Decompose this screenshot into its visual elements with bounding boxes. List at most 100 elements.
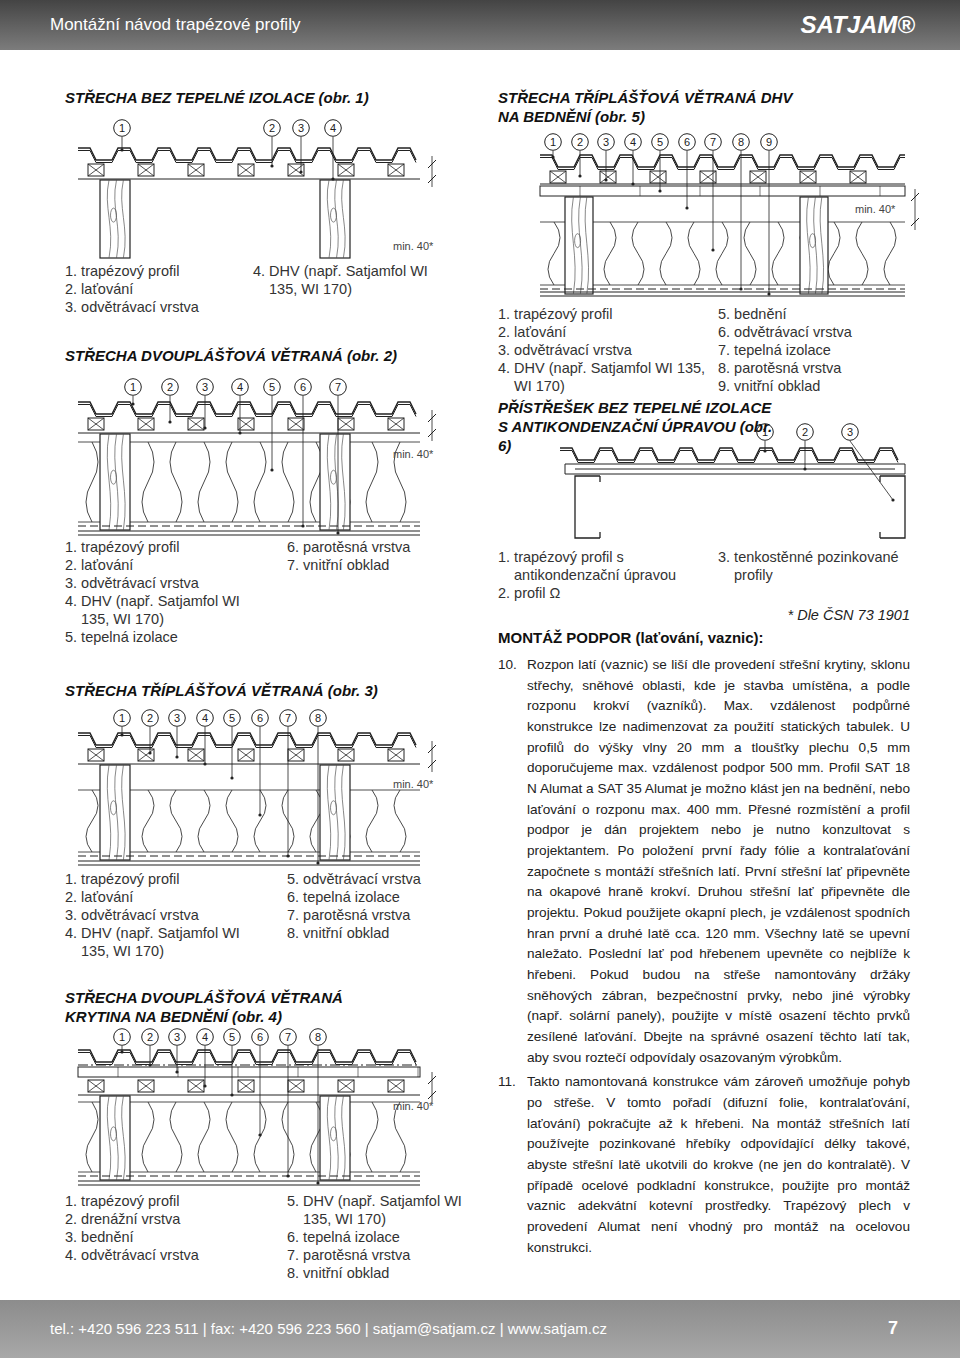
callout-number: 6	[251, 709, 269, 727]
leader-line	[122, 137, 123, 150]
wood-grain	[572, 197, 575, 294]
trapezoid-sheet	[560, 448, 898, 460]
wood-grain	[327, 180, 330, 258]
dimension-tick	[911, 193, 919, 201]
batten-cross	[550, 171, 566, 183]
insulation-wave	[828, 222, 840, 285]
insulation-wave	[282, 442, 294, 522]
callout-ring	[310, 1029, 327, 1046]
batten-cross	[388, 164, 404, 176]
callout-ring	[264, 379, 281, 396]
callout-ring	[142, 710, 159, 727]
batten-cross	[138, 164, 154, 176]
callout-ring	[330, 379, 347, 396]
vapour-barrier	[78, 1176, 420, 1177]
callout-circle: 2	[796, 423, 814, 441]
insulation-wave	[688, 222, 700, 285]
callout-circle: 2	[263, 119, 281, 137]
leader-dot	[578, 174, 581, 177]
leader-line	[232, 727, 233, 778]
batten-cross	[338, 164, 354, 176]
vapour-barrier	[78, 856, 420, 857]
batten-cross	[700, 171, 716, 183]
batten-cross	[850, 171, 866, 183]
legend-item: 2. laťování	[65, 888, 275, 906]
wood-grain	[579, 197, 582, 294]
callout-number: 1	[113, 119, 131, 137]
legend-item: 8. vnitřní obklad	[287, 1264, 457, 1282]
legend-item: 1. trapézový profil	[65, 870, 275, 888]
callout-ring	[295, 379, 312, 396]
insulation-wave	[716, 222, 728, 285]
leader-dot	[203, 426, 206, 429]
leader-line	[660, 151, 661, 191]
rafter	[800, 197, 828, 294]
trapezoid-sheet	[540, 158, 905, 170]
legend-item: 4. DHV (např. Satjamfol WI 135, WI 170)	[253, 262, 459, 298]
board-joint	[640, 186, 641, 196]
callout-ring	[325, 120, 342, 137]
leader-line	[150, 727, 151, 753]
batten-cross	[88, 164, 104, 176]
paragraph: Takto namontovaná konstrukce vám zároveň…	[527, 1072, 910, 1258]
board-joint	[418, 1067, 419, 1077]
leader-dot	[270, 164, 273, 167]
batten-cross	[700, 171, 716, 183]
wood-grain	[342, 180, 345, 258]
callout-number: 5	[263, 378, 281, 396]
batten-cross	[600, 171, 616, 183]
legend-item: 4. odvětrávací vrstva	[65, 1246, 275, 1264]
batten-cross	[388, 749, 404, 761]
trapezoid-sheet	[78, 402, 416, 414]
batten-cross	[338, 1080, 354, 1092]
batten-cross	[88, 749, 104, 761]
batten-cross	[338, 1080, 354, 1092]
dimension-tick	[428, 1076, 436, 1084]
callout-number: 4	[324, 119, 342, 137]
insulation-wave	[142, 442, 154, 522]
legend-item: 2. laťování	[498, 323, 708, 341]
trapezoid-sheet	[78, 151, 416, 163]
decking-board	[78, 1067, 420, 1077]
callout-circle: 6	[294, 378, 312, 396]
leader-line	[713, 151, 714, 250]
legend-item: 4. DHV (např. Satjamfol WI 135, WI 170)	[498, 359, 714, 395]
leader-line	[303, 396, 304, 526]
callout-circle: 7	[279, 709, 297, 727]
leader-line	[272, 396, 273, 470]
batten-section	[138, 749, 154, 761]
legend-item: 7. parotěsná vrstva	[287, 906, 457, 924]
leader-line	[580, 151, 581, 176]
leader-line	[805, 441, 806, 469]
wood-grain	[327, 434, 330, 530]
leader-dot	[658, 189, 661, 192]
batten-section	[88, 749, 104, 761]
callout-ring	[197, 379, 214, 396]
callout-ring	[545, 134, 562, 151]
wood-grain	[115, 765, 118, 860]
batten-cross	[238, 749, 254, 761]
dimension-tick	[911, 218, 919, 226]
batten-cross	[138, 164, 154, 176]
callout-ring	[252, 710, 269, 727]
callout-circle: 5	[223, 1028, 241, 1046]
dimension-note: min. 40*	[393, 778, 443, 791]
wood-knot	[331, 801, 337, 815]
wood-knot	[331, 208, 337, 222]
inner-lining	[540, 291, 905, 292]
dimension-line	[432, 741, 433, 772]
batten-section	[388, 418, 404, 430]
leader-dot	[238, 431, 241, 434]
insulation-wave	[604, 222, 616, 285]
batten-cross	[188, 749, 204, 761]
section-heading: MONTÁŽ PODPOR (laťování, vaznic):	[498, 628, 910, 647]
trapezoid-sheet	[78, 1050, 416, 1062]
board-joint	[880, 186, 881, 196]
leader-dot	[316, 861, 319, 864]
insulation-wave	[86, 790, 98, 852]
callout-number: 7	[279, 1028, 297, 1046]
wood-grain	[122, 1096, 125, 1180]
callout-circle: 5	[651, 133, 669, 151]
callout-number: 3	[597, 133, 615, 151]
callout-number: 4	[231, 378, 249, 396]
